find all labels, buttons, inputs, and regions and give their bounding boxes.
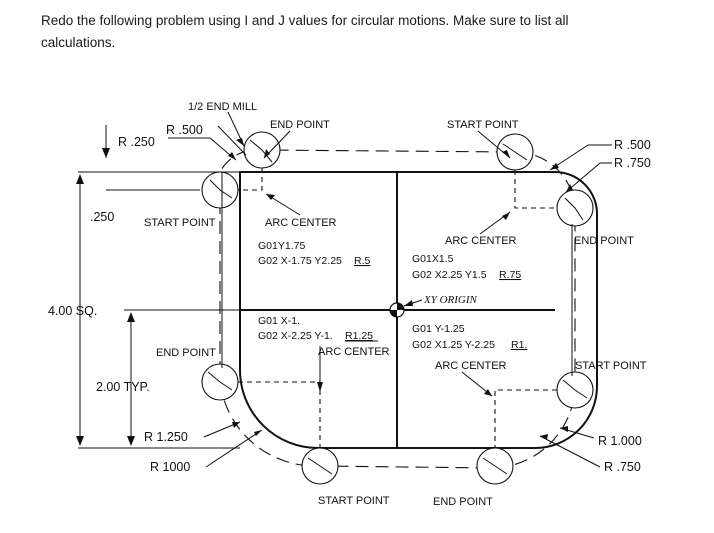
label-arc-center-bottom-left: ARC CENTER: [318, 346, 390, 358]
arc-center-construction-tr: [514, 152, 575, 209]
code-bottom-left-2: G02 X-2.25 Y-1.: [258, 330, 333, 342]
instructions-line-2: calculations.: [41, 35, 116, 50]
code-bottom-right-radius: R1.: [511, 339, 527, 351]
label-arc-center-top-right: ARC CENTER: [445, 235, 517, 247]
label-start-point-bottom: START POINT: [318, 495, 390, 507]
label-end-point-right: END POINT: [574, 235, 634, 247]
label-r750-bottom-right: R .750: [604, 460, 641, 474]
label-dim-4-sq: 4.00 SQ.: [48, 304, 97, 318]
label-r1000-left: R 1000: [150, 460, 190, 474]
code-bottom-left-1: G01 X-1.: [258, 315, 300, 327]
label-r1250: R 1.250: [144, 430, 188, 444]
code-bottom-right-2: G02 X1.25 Y-2.25: [412, 339, 495, 351]
arc-center-construction-br: [494, 389, 575, 466]
label-arc-center-top-left: ARC CENTER: [265, 217, 337, 229]
code-top-left-1: G01Y1.75: [258, 240, 305, 252]
label-dim-2-typ: 2.00 TYP.: [96, 380, 150, 394]
label-end-point-left: END POINT: [156, 347, 216, 359]
code-top-left-radius: R.5: [354, 255, 371, 267]
code-bottom-right-1: G01 Y-1.25: [412, 323, 465, 335]
code-top-right-1: G01X1.5: [412, 253, 454, 265]
label-dim-250: .250: [90, 210, 114, 224]
label-arc-center-bottom-right: ARC CENTER: [435, 360, 507, 372]
code-top-left-2: G02 X-1.75 Y2.25: [258, 255, 342, 267]
cutter-rotation-marks: [207, 139, 588, 475]
label-start-point-right: START POINT: [575, 360, 647, 372]
label-r250: R .250: [118, 135, 155, 149]
label-end-point-bottom: END POINT: [433, 496, 493, 508]
instructions-line-1: Redo the following problem using I and J…: [41, 13, 569, 28]
leader-lines: [168, 111, 612, 468]
label-r750-right: R .750: [614, 156, 651, 170]
label-xy-origin: XY ORIGIN: [423, 294, 478, 306]
code-top-right-2: G02 X2.25 Y1.5: [412, 269, 487, 281]
code-top-right-radius: R.75: [499, 269, 521, 281]
xy-origin-marker: [389, 302, 405, 318]
label-end-point-top: END POINT: [270, 119, 330, 131]
dimension-arrowheads: [76, 148, 135, 446]
leader-arrowheads: [228, 138, 573, 440]
instructions: Redo the following problem using I and J…: [41, 10, 681, 54]
label-start-point-top: START POINT: [447, 119, 519, 131]
label-r1000-right: R 1.000: [598, 434, 642, 448]
label-r500-left: R .500: [166, 123, 203, 137]
code-bottom-left-radius: R1.25: [345, 330, 373, 342]
dimension-lines: [78, 125, 240, 449]
label-start-point-left: START POINT: [144, 217, 216, 229]
label-end-mill: 1/2 END MILL: [188, 101, 257, 113]
label-r500-right: R .500: [614, 138, 651, 152]
part-outline: [239, 171, 598, 449]
